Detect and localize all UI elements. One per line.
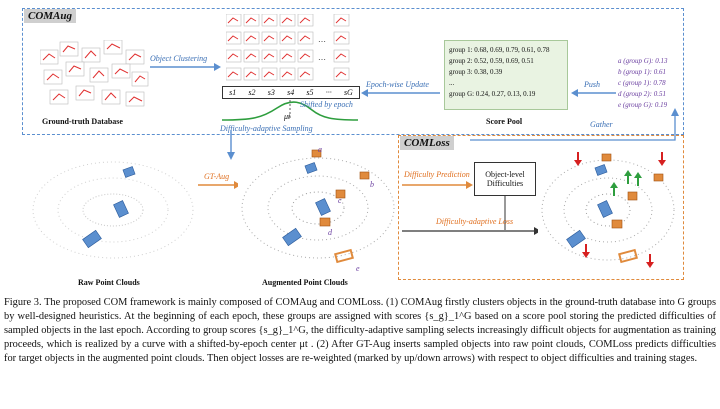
group-score-ellipsis: ··· [325, 88, 332, 97]
shifted-by-epoch-label: Shifted by epoch [300, 100, 353, 109]
gather-label: Gather [590, 120, 613, 129]
figure-caption: Figure 3. The proposed COM framework is … [4, 297, 716, 364]
object-clustering-label: Object Clustering [150, 54, 208, 63]
group-score-3: s3 [267, 88, 275, 97]
push-label: Push [584, 80, 600, 89]
object-group-a: a (group G): 0.13 [618, 57, 668, 65]
gather-arrow [470, 108, 679, 141]
object-level-difficulties-label: Object-level Difficulties [485, 170, 525, 188]
difficulty-prediction-arrow [402, 181, 473, 189]
score-pool-row: group 2: 0.52, 0.59, 0.69, 0.51 [449, 57, 534, 65]
group-score-5: s5 [306, 88, 314, 97]
group-score-g: sG [343, 88, 353, 97]
comloss-tag: COMLoss [400, 136, 454, 150]
score-pool-row: group 3: 0.38, 0.39 [449, 68, 503, 76]
svg-text:⋯: ⋯ [318, 37, 326, 46]
marker-c: c [338, 196, 342, 205]
score-pool-label: Score Pool [486, 117, 523, 126]
difficulty-loss-branch [504, 196, 506, 230]
score-pool-row: group 1: 0.68, 0.69, 0.79, 0.61, 0.78 [449, 46, 550, 54]
group-score-4: s4 [287, 88, 295, 97]
push-arrow [571, 89, 616, 97]
difficulty-prediction-label: Difficulty Prediction [404, 170, 470, 179]
group-score-header: s1 s2 s3 s4 s5 ··· sG [222, 86, 360, 99]
score-pool: group 1: 0.68, 0.69, 0.79, 0.61, 0.78 gr… [444, 40, 568, 110]
group-score-1: s1 [229, 88, 237, 97]
difficulty-loss-label: Difficulty-adaptive Loss [436, 217, 514, 226]
group-score-2: s2 [248, 88, 256, 97]
epoch-update-arrow [361, 89, 440, 97]
gt-aug-label: GT-Aug [204, 172, 230, 181]
object-groups-list: a (group G): 0.13 b (group 1): 0.61 c (g… [618, 56, 668, 111]
sampling-curve [222, 100, 358, 121]
augmented-point-cloud-label: Augmented Point Clouds [262, 278, 348, 287]
score-pool-row: group G: 0.24, 0.27, 0.13, 0.19 [449, 90, 536, 98]
augmented-point-cloud [238, 146, 398, 272]
reweighted-point-cloud [538, 146, 678, 272]
gt-aug-arrow [198, 181, 241, 189]
mu-t-label: μt [284, 112, 291, 121]
difficulty-sampling-label: Difficulty-adaptive Sampling [220, 124, 313, 133]
marker-a: a [318, 145, 322, 154]
object-group-d: d (group 2): 0.51 [618, 90, 666, 98]
score-pool-row: ... [449, 79, 455, 87]
grouped-objects-grid: ⋯⋯ [226, 14, 350, 81]
comaug-region [22, 8, 684, 135]
object-group-c: c (group 1): 0.78 [618, 79, 666, 87]
clustering-arrow [150, 63, 221, 71]
marker-d: d [328, 228, 332, 237]
gt-database-objects [40, 40, 149, 107]
comloss-region [398, 135, 684, 280]
svg-text:⋯: ⋯ [318, 55, 326, 64]
gt-database-label: Ground-truth Database [42, 117, 123, 126]
epoch-update-label: Epoch-wise Update [366, 80, 429, 89]
comaug-tag: COMAug [24, 9, 77, 23]
sampling-down-arrow [227, 130, 235, 160]
object-group-b: b (group 1): 0.61 [618, 68, 666, 76]
difficulty-loss-arrow [402, 227, 541, 235]
marker-b: b [370, 180, 374, 189]
raw-point-cloud-label: Raw Point Clouds [78, 278, 140, 287]
marker-e: e [356, 264, 360, 273]
raw-point-cloud [28, 150, 198, 272]
object-group-e: e (group G): 0.19 [618, 101, 668, 109]
object-level-difficulties-box: Object-level Difficulties [474, 162, 536, 196]
